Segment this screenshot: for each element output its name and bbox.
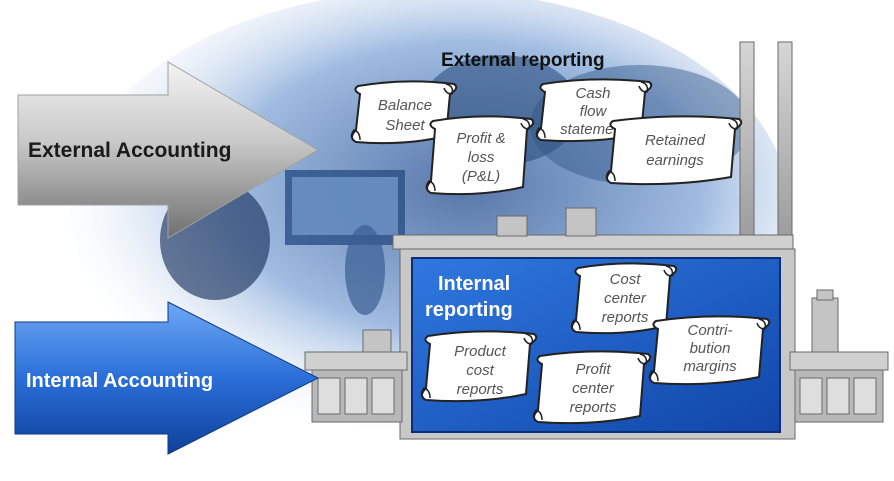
- scroll-text-line: reports: [570, 399, 617, 416]
- cost-center-reports-scroll: Cost center reports: [570, 262, 678, 335]
- scroll-curl: [638, 81, 649, 93]
- scroll-text-line: bution: [690, 340, 731, 357]
- scroll-paper: [606, 115, 743, 186]
- external-accounting-label: External Accounting: [28, 139, 231, 162]
- scroll-curl: [420, 387, 431, 401]
- scroll-curl: [570, 319, 581, 333]
- scroll-curl: [443, 83, 454, 95]
- scroll-text-line: Contri-: [687, 322, 732, 339]
- scroll-curl: [663, 265, 674, 277]
- external-accounting-arrow: External Accounting: [17, 61, 319, 239]
- scroll-paper: [426, 115, 535, 196]
- scroll-curl: [605, 170, 616, 184]
- scroll-text-line: Profit &: [456, 130, 505, 147]
- scroll-text-line: flow: [580, 103, 608, 120]
- internal-accounting-label: Internal Accounting: [26, 370, 213, 392]
- scroll-text-line: Cost: [610, 271, 642, 288]
- scroll-curl: [535, 127, 546, 141]
- scroll-text-line: (P&L): [462, 168, 500, 185]
- product-cost-reports-scroll: Product cost reports: [420, 330, 538, 403]
- scroll-text-line: cost: [466, 362, 494, 379]
- internal-reporting-heading-line1: Internal: [438, 273, 510, 295]
- scroll-curl: [728, 118, 739, 130]
- scroll-paper: [421, 330, 538, 403]
- profit-center-reports-scroll: Profit center reports: [532, 350, 652, 425]
- scroll-curl: [637, 353, 648, 365]
- profit-loss-scroll: Profit & loss (P&L): [425, 115, 535, 196]
- scroll-text-line: Cash: [575, 85, 610, 102]
- scroll-curl: [648, 370, 659, 384]
- scroll-text-line: margins: [683, 358, 737, 375]
- scroll-curl: [520, 118, 531, 130]
- internal-reporting-heading-line2: reporting: [425, 299, 513, 321]
- scroll-text-line: loss: [468, 149, 495, 166]
- scroll-text-line: Retained: [645, 132, 706, 149]
- scroll-text-line: reports: [457, 381, 504, 398]
- scroll-text-line: center: [572, 380, 615, 397]
- retained-earnings-scroll: Retained earnings: [605, 115, 743, 186]
- scroll-paper: [533, 350, 652, 425]
- scroll-text-line: Balance: [378, 97, 432, 114]
- scroll-curl: [532, 409, 543, 423]
- scroll-curl: [425, 180, 436, 194]
- scroll-curl: [756, 318, 767, 330]
- scroll-curl: [350, 129, 361, 143]
- external-reporting-heading: External reporting: [441, 50, 605, 71]
- scroll-paper: [351, 80, 458, 145]
- scroll-paper: [649, 315, 771, 386]
- internal-accounting-arrow: Internal Accounting: [14, 301, 320, 455]
- scroll-text-line: Profit: [575, 361, 611, 378]
- scroll-paper: [571, 262, 678, 335]
- scroll-text-line: Sheet: [385, 117, 425, 134]
- scroll-text-line: reports: [602, 309, 649, 326]
- scroll-text-line: Product: [454, 343, 507, 360]
- scroll-text-line: earnings: [646, 152, 704, 169]
- scroll-text-line: center: [604, 290, 647, 307]
- scroll-curl: [523, 333, 534, 345]
